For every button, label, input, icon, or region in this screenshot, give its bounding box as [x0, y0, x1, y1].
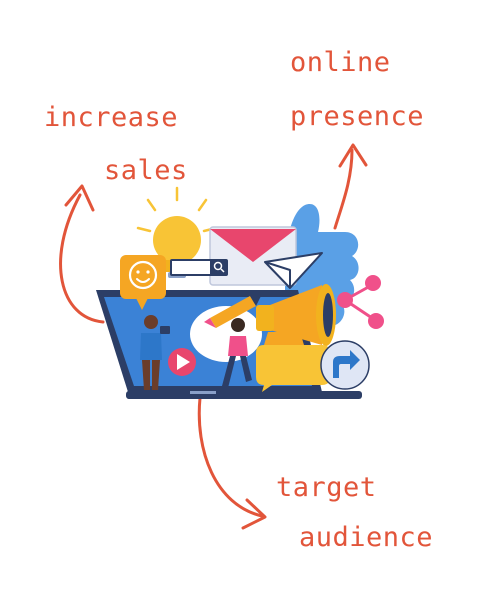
label-sales: sales	[104, 155, 188, 186]
label-target: target	[276, 472, 377, 503]
label-increase: increase	[44, 102, 179, 133]
share-nodes-icon	[337, 275, 384, 329]
play-icon	[168, 348, 196, 376]
person-with-pencil	[222, 318, 252, 388]
share-icon	[320, 340, 370, 390]
paper-plane-icon	[264, 252, 323, 289]
label-presence: presence	[290, 101, 425, 132]
video-camera-icon	[160, 326, 170, 334]
search-icon	[213, 261, 223, 271]
arrow-to-increase-sales	[59, 184, 105, 324]
label-online: online	[290, 47, 391, 78]
pencil-icon	[204, 294, 262, 328]
label-audience: audience	[299, 522, 434, 553]
speech-bubble	[256, 345, 330, 392]
search-bar	[170, 259, 228, 276]
arrow-to-target-audience	[197, 396, 267, 530]
person-with-camera	[140, 315, 170, 390]
arrow-to-online-presence	[333, 143, 368, 230]
megaphone-icon	[256, 284, 336, 346]
smiley-icon	[120, 255, 166, 310]
